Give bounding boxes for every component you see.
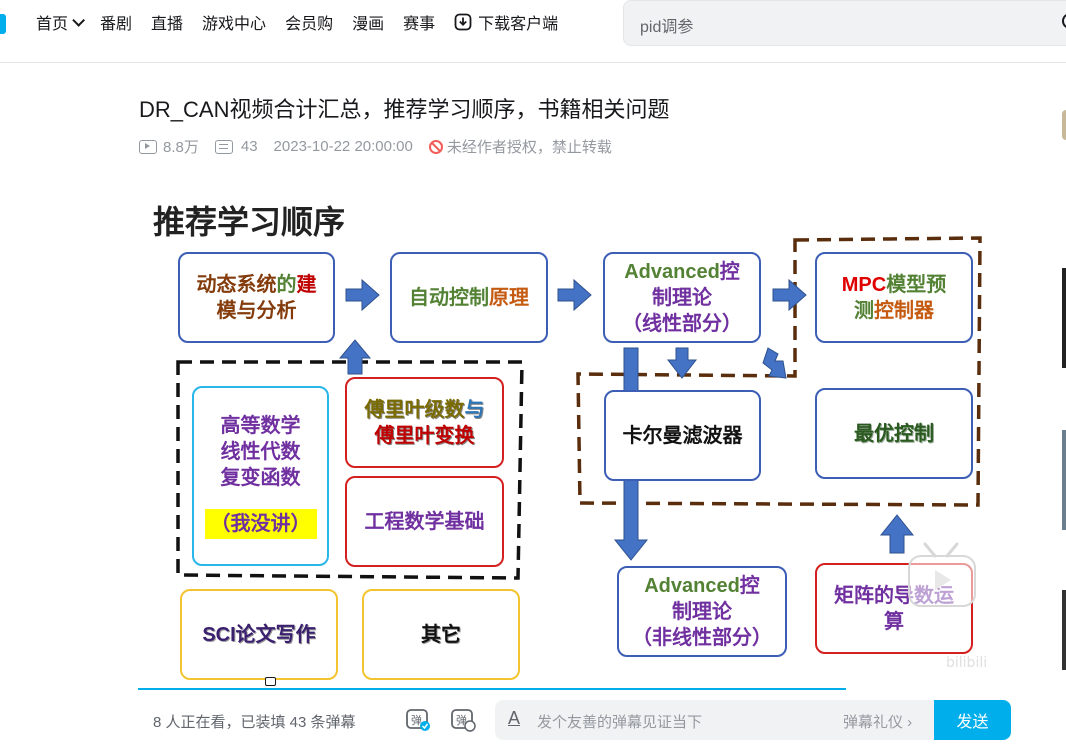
danmaku-style-icon[interactable]: A <box>508 708 521 728</box>
nav-item-manga[interactable]: 漫画 <box>352 16 385 33</box>
box-other: 其它 <box>362 589 520 680</box>
box-advanced-nonlinear: Advanced控制理论 （非线性部分） <box>617 566 787 657</box>
danmaku-icon <box>214 139 233 154</box>
box-fourier: 傅里叶级数与傅里叶变换 <box>345 377 504 468</box>
recommend-thumbnail[interactable] <box>1062 268 1066 368</box>
auto-control-text-2: 原理 <box>489 286 529 309</box>
dashed-region-modern-control <box>576 236 982 507</box>
advanced-nonlinear-text-1: Advanced <box>644 574 740 597</box>
box-sci-writing: SCI论文写作 <box>180 589 338 680</box>
box-auto-control: 自动控制原理 <box>390 252 548 343</box>
recommend-thumbnail[interactable] <box>1062 430 1066 530</box>
svg-text:bilibili: bilibili <box>946 655 987 671</box>
no-repost-icon <box>428 139 443 154</box>
bilibili-logo[interactable] <box>0 14 6 34</box>
advanced-nonlinear-text-4: （非线性部分） <box>632 626 772 649</box>
box-optimal-control: 最优控制 <box>815 388 973 479</box>
math-line-3: 复变函数 <box>220 467 301 489</box>
box-engineering-math: 工程数学基础 <box>345 476 504 567</box>
fourier-text-1: 傅里叶级数 <box>364 398 465 421</box>
advanced-linear-text-2: 控 <box>719 260 740 283</box>
dynamics-text-3: 建 <box>296 273 317 296</box>
box-kalman: 卡尔曼滤波器 <box>604 390 761 481</box>
advanced-linear-text-3: 制理论 <box>652 286 712 309</box>
matrix-text-2: 算 <box>884 610 904 633</box>
math-line-2: 线性代数 <box>220 441 301 463</box>
play-count-icon <box>139 139 157 154</box>
copyright-text: 未经作者授权，禁止转载 <box>446 139 612 156</box>
danmaku-settings-label: 弹 <box>456 713 467 727</box>
box-mpc: MPC模型预测控制器 <box>815 252 973 343</box>
avatar[interactable] <box>1062 110 1066 140</box>
video-meta: 8.8万 43 2023-10-22 20:00:00 未经作者授权，禁止转载 <box>139 136 628 157</box>
arrow-dynamics-to-control <box>345 278 380 312</box>
arrow-advanced-to-mpc <box>772 278 807 312</box>
nav-item-esports[interactable]: 赛事 <box>403 16 436 33</box>
danmaku-count: 43 <box>214 138 258 155</box>
nav-item-vip-shop[interactable]: 会员购 <box>285 16 334 33</box>
advanced-nonlinear-text-3: 制理论 <box>672 600 732 623</box>
nav-download-label: 下载客户端 <box>478 16 559 33</box>
mpc-text-2: 模型预 <box>886 273 947 296</box>
math-note: （我没讲） <box>204 509 317 539</box>
box-higher-math: 高等数学 线性代数 复变函数 （我没讲） <box>192 386 329 566</box>
dynamics-text-2: 的 <box>276 273 297 296</box>
danmaku-count-value: 43 <box>240 138 258 155</box>
advanced-linear-text-1: Advanced <box>624 260 720 283</box>
nav-home-label: 首页 <box>36 16 69 33</box>
video-title: DR_CAN视频合计汇总，推荐学习顺序，书籍相关问题 <box>139 97 670 122</box>
mpc-text-1: MPC <box>841 273 887 296</box>
play-tv-icon[interactable] <box>905 540 977 610</box>
danmaku-toggle-icon[interactable]: 弹 <box>405 706 431 732</box>
dashed-region-math <box>176 360 524 580</box>
recommend-thumbnail[interactable] <box>1062 590 1066 670</box>
fourier-text-3: 傅里叶变换 <box>374 424 475 447</box>
nav-item-live[interactable]: 直播 <box>151 16 184 33</box>
arrow-advanced-to-optimal <box>762 347 787 379</box>
danmaku-settings-icon[interactable]: 弹 <box>450 706 476 732</box>
progress-thumb-icon[interactable] <box>265 677 276 686</box>
advanced-nonlinear-text-2: 控 <box>739 574 760 597</box>
download-icon <box>454 13 472 31</box>
nav-item-download[interactable]: 下载客户端 <box>454 10 558 34</box>
watching-count: 8 人正在看，已装填 43 条弹幕 <box>153 714 356 731</box>
auto-control-text-1: 自动控制 <box>409 286 489 309</box>
progress-bar[interactable] <box>138 688 846 690</box>
nav-item-anime[interactable]: 番剧 <box>100 16 133 33</box>
arrow-math-up <box>338 339 372 375</box>
copyright-notice: 未经作者授权，禁止转载 <box>428 136 612 157</box>
kalman-text-2: 尔曼滤波器 <box>642 424 743 447</box>
main-nav: 首页 番剧 直播 游戏中心 会员购 漫画 赛事 下载客户端 <box>36 0 577 44</box>
advanced-linear-text-4: （线性部分） <box>622 312 742 335</box>
top-nav-bar: 首页 番剧 直播 游戏中心 会员购 漫画 赛事 下载客户端 pid调参 <box>0 0 1066 63</box>
fourier-text-2: 与 <box>464 398 485 421</box>
mpc-text-3: 测 <box>853 299 874 322</box>
view-count-value: 8.8万 <box>163 139 199 156</box>
slide-title: 推荐学习顺序 <box>153 203 346 241</box>
danmaku-toggle-label: 弹 <box>411 713 422 727</box>
danmaku-etiquette-link[interactable]: 弹幕礼仪 › <box>843 714 913 731</box>
kalman-text-1: 卡 <box>622 424 643 447</box>
box-advanced-linear: Advanced控制理论 （线性部分） <box>603 252 761 343</box>
bilibili-watermark: bilibili <box>946 655 987 671</box>
danmaku-input[interactable] <box>495 700 935 740</box>
send-danmaku-button[interactable]: 发送 <box>934 700 1011 740</box>
search-input[interactable]: pid调参 <box>640 19 694 36</box>
arrow-advanced-to-kalman <box>666 347 698 379</box>
arrow-control-to-advanced <box>557 278 592 312</box>
search-box[interactable]: pid调参 <box>623 0 1066 46</box>
box-dynamic-systems: 动态系统的建模与分析 <box>178 252 335 343</box>
arrow-matrix-to-optimal <box>879 514 915 554</box>
publish-datetime: 2023-10-22 20:00:00 <box>273 138 413 155</box>
nav-item-games[interactable]: 游戏中心 <box>202 16 267 33</box>
math-line-1: 高等数学 <box>220 415 301 437</box>
dynamics-text-1: 动态系统 <box>196 273 277 296</box>
mpc-text-4: 控制器 <box>873 299 934 322</box>
view-count: 8.8万 <box>139 136 199 157</box>
danmaku-placeholder: 发个友善的弹幕见证当下 <box>537 714 703 731</box>
nav-item-home[interactable]: 首页 <box>36 10 86 34</box>
dynamics-text-4: 模与分析 <box>216 299 297 322</box>
